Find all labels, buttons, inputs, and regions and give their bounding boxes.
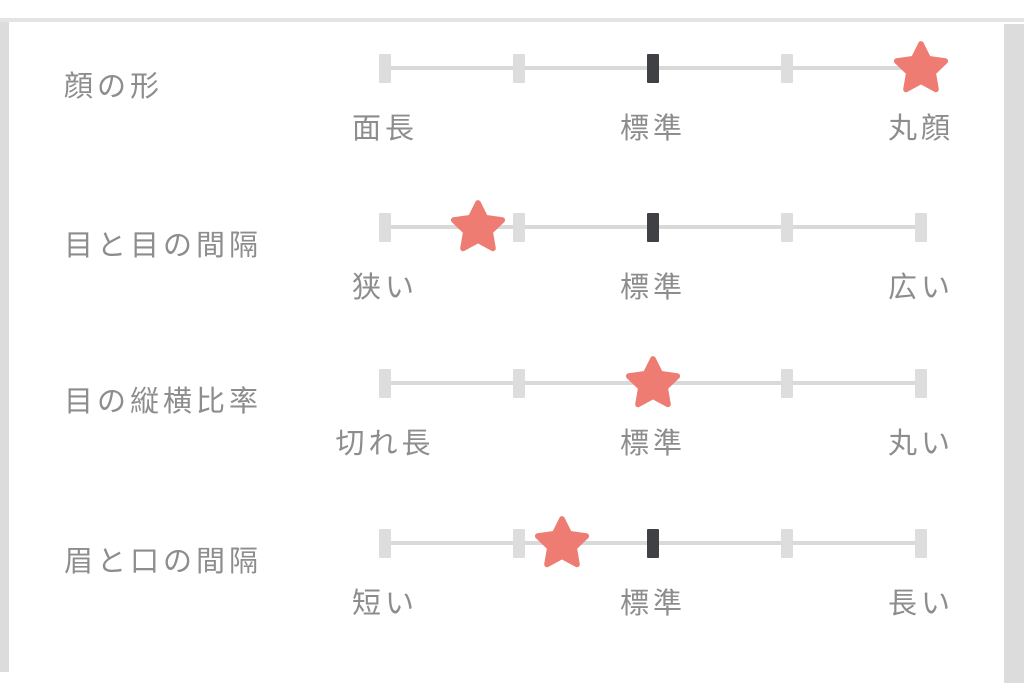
slider-tick bbox=[781, 369, 793, 398]
top-divider bbox=[0, 18, 1024, 22]
slider-tick bbox=[379, 369, 391, 398]
row-label: 顔の形 bbox=[64, 71, 164, 103]
slider-tick bbox=[781, 54, 793, 83]
axis-label-center: 標準 bbox=[619, 588, 687, 620]
axis-label-center: 標準 bbox=[619, 272, 687, 304]
slider-tick bbox=[781, 529, 793, 558]
axis-label-right: 広い bbox=[887, 272, 955, 304]
slider-tick bbox=[379, 213, 391, 242]
slider-tick bbox=[915, 369, 927, 398]
slider-center-tick bbox=[647, 213, 659, 242]
row-label: 目の縦横比率 bbox=[64, 386, 263, 418]
row-label: 眉と口の間隔 bbox=[64, 546, 263, 578]
row-label: 目と目の間隔 bbox=[64, 230, 263, 262]
axis-label-right: 丸顔 bbox=[887, 113, 955, 145]
slider-center-tick bbox=[647, 529, 659, 558]
axis-label-left: 狭い bbox=[351, 272, 419, 304]
star-icon[interactable] bbox=[892, 40, 950, 97]
star-icon[interactable] bbox=[533, 515, 591, 572]
slider-tick bbox=[915, 529, 927, 558]
slider-tick bbox=[513, 54, 525, 83]
axis-label-right: 長い bbox=[887, 588, 955, 620]
left-edge-strip bbox=[0, 22, 9, 672]
slider-tick bbox=[513, 529, 525, 558]
scrollbar-track bbox=[1004, 24, 1024, 683]
axis-label-left: 切れ長 bbox=[335, 428, 435, 460]
slider-tick bbox=[379, 529, 391, 558]
star-icon[interactable] bbox=[449, 199, 507, 256]
axis-label-left: 短い bbox=[351, 588, 419, 620]
slider-tick bbox=[915, 213, 927, 242]
axis-label-center: 標準 bbox=[619, 428, 687, 460]
slider-tick bbox=[379, 54, 391, 83]
slider-tick bbox=[513, 213, 525, 242]
star-icon[interactable] bbox=[624, 355, 682, 412]
axis-label-left: 面長 bbox=[351, 113, 419, 145]
slider-tick bbox=[781, 213, 793, 242]
slider-center-tick bbox=[647, 54, 659, 83]
slider-tick bbox=[513, 369, 525, 398]
axis-label-center: 標準 bbox=[619, 113, 687, 145]
axis-label-right: 丸い bbox=[887, 428, 955, 460]
